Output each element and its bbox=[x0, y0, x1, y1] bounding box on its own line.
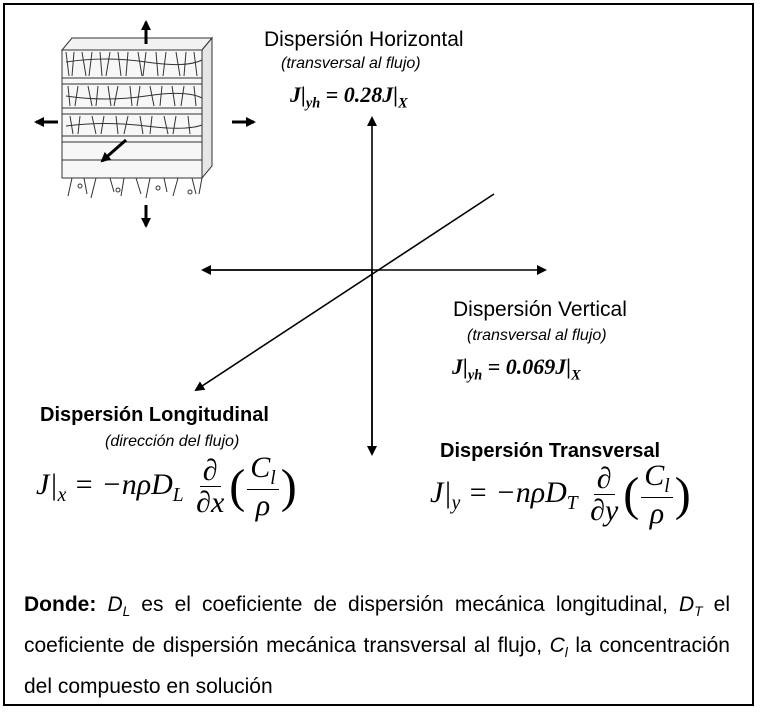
vertical-dispersion-equation: J|yh = 0.069J|X bbox=[452, 354, 581, 384]
axes bbox=[194, 116, 547, 456]
vertical-dispersion-title: Dispersión Vertical bbox=[453, 298, 627, 321]
longitudinal-axis bbox=[194, 193, 495, 392]
transversal-dispersion-title: Dispersión Transversal bbox=[440, 440, 661, 462]
horizontal-dispersion-subtitle: (transversal al flujo) bbox=[281, 55, 421, 72]
porous-medium-illustration bbox=[60, 36, 214, 199]
diagonal-arrow bbox=[100, 138, 127, 163]
longitudinal-dispersion-subtitle: (dirección del flujo) bbox=[105, 433, 240, 450]
horizontal-dispersion-title: Dispersión Horizontal bbox=[264, 28, 464, 51]
vertical-dispersion-subtitle: (transversal al flujo) bbox=[467, 327, 607, 344]
diagram-frame bbox=[3, 3, 754, 706]
longitudinal-dispersion-title: Dispersión Longitudinal bbox=[40, 404, 269, 426]
horizontal-dispersion-equation: J|yh = 0.28J|X bbox=[290, 82, 408, 112]
note-lead: Donde: bbox=[24, 593, 97, 616]
flow-direction-arrows bbox=[34, 20, 256, 228]
definitions-note: Donde: DL es el coeficiente de dispersió… bbox=[24, 593, 730, 699]
